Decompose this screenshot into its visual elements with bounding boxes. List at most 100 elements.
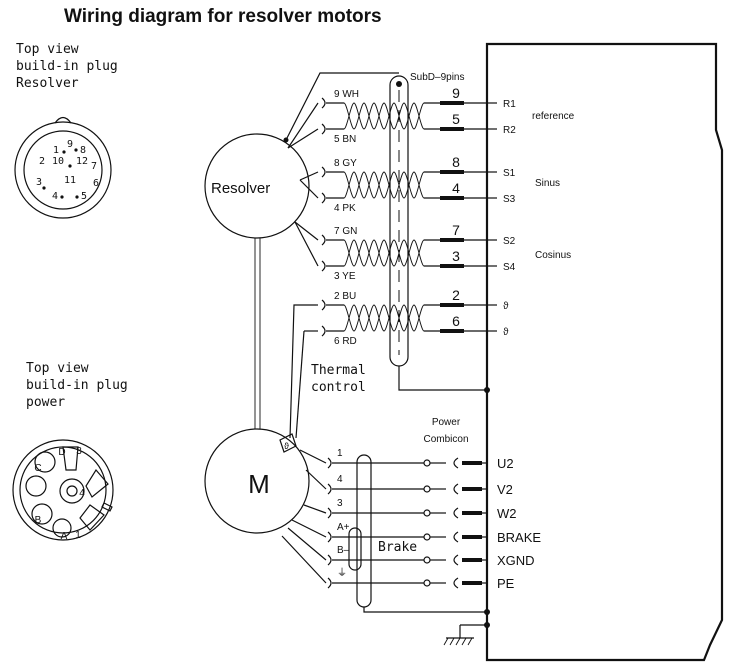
- resolver-wire-label: 2 BU: [334, 291, 356, 302]
- motor-wire-3: A+ BRAKE: [291, 519, 541, 545]
- resolver-pin-4: 4: [52, 191, 58, 202]
- resolver-pin-10: 10: [52, 156, 64, 167]
- resolver-wire-label: 3 YE: [334, 271, 356, 282]
- thermal-wire: [289, 304, 316, 439]
- resolver-pin-3: 3: [36, 177, 42, 188]
- motor-terminal-label: W2: [497, 506, 517, 521]
- subd-pin-number: 3: [452, 248, 460, 264]
- resolver-wire-label: 7 GN: [334, 226, 357, 237]
- resolver-signal-label: S1: [503, 168, 516, 179]
- subd-pin-number: 2: [452, 287, 460, 303]
- subd-pin-number: 8: [452, 154, 460, 170]
- motor-wire-number: 3: [337, 498, 343, 509]
- power-combicon-line1: Power: [432, 417, 461, 428]
- diagram-title: Wiring diagram for resolver motors: [64, 6, 382, 27]
- motor-wire-number: 4: [337, 474, 343, 485]
- motor-circle: [204, 428, 310, 534]
- motor-terminal-label: BRAKE: [497, 530, 541, 545]
- power-pin-1: 1: [75, 530, 81, 541]
- subd-label: SubD–9pins: [410, 72, 464, 83]
- resolver-signal-label: R2: [503, 125, 516, 136]
- motor-terminal-label: PE: [497, 576, 515, 591]
- power-pin-d: D: [58, 447, 65, 458]
- pair-label-cosinus: Cosinus: [535, 250, 571, 261]
- pair-label-reference: reference: [532, 111, 575, 122]
- subd-pin-number: 9: [452, 85, 460, 101]
- resolver-pin-11: 11: [64, 175, 76, 186]
- subd-pin-number: 7: [452, 222, 460, 238]
- motor-wire-4: B– XGND: [287, 527, 535, 568]
- resolver-plug-caption-line3: Resolver: [16, 76, 79, 91]
- power-pin-3: 3: [76, 446, 82, 457]
- motor-wire-0: 1U2: [299, 448, 514, 471]
- resolver-label: Resolver: [211, 180, 270, 197]
- brake-shield: [348, 527, 362, 571]
- motor-terminal-label: U2: [497, 456, 514, 471]
- resolver-pin-1: 1: [53, 145, 59, 156]
- power-plug-caption-line3: power: [26, 395, 65, 410]
- resolver-plug-caption: Top view build-in plug Resolver: [16, 42, 118, 91]
- resolver-wire-label: 5 BN: [334, 134, 356, 145]
- pair-label-sinus: Sinus: [535, 178, 560, 189]
- thermal-label-line2: control: [311, 380, 366, 395]
- motor-shaft: [254, 238, 261, 429]
- resolver-signal-label: S2: [503, 236, 516, 247]
- amplifier-housing: [485, 42, 724, 662]
- resolver-pin-7: 7: [91, 161, 97, 172]
- twisted-pair-strand: [343, 171, 425, 199]
- power-plug-caption-line1: Top view: [26, 361, 89, 376]
- resolver-wire-label: 6 RD: [334, 336, 357, 347]
- ground-symbol: [443, 622, 490, 646]
- resolver-pin-8: 8: [80, 145, 86, 156]
- thermal-label-line1: Thermal: [311, 363, 366, 378]
- motor-wire-1: 4V2: [305, 469, 513, 497]
- power-pin-c: C: [34, 463, 41, 474]
- power-plug-caption: Top view build-in plug power: [26, 361, 128, 410]
- brake-label: Brake: [378, 540, 417, 555]
- motor-cable-shield: [356, 454, 372, 608]
- svg-text:ϑ: ϑ: [284, 441, 289, 451]
- motor-wire-2: 3W2: [303, 498, 517, 521]
- power-combicon-line2: Combicon: [423, 434, 468, 445]
- thermal-sensor-icon: ϑ: [279, 433, 297, 453]
- twisted-pair-strand: [343, 304, 425, 332]
- resolver-signal-label: ϑ: [503, 327, 509, 338]
- motor-terminal-label: V2: [497, 482, 513, 497]
- resolver-pin-9: 9: [67, 139, 73, 150]
- twisted-pair-strand: [343, 171, 425, 199]
- motor-terminal-label: XGND: [497, 553, 535, 568]
- motor-shield-ground: [363, 607, 487, 613]
- resolver-pin-5: 5: [81, 191, 87, 202]
- motor-wire-5: ⏚ PE: [281, 535, 515, 591]
- resolver-circle: [204, 133, 310, 239]
- twisted-pair-strand: [343, 102, 425, 130]
- resolver-signal-label: S3: [503, 194, 516, 205]
- power-plug-connector: D 3 C 4 B A 1: [12, 439, 114, 542]
- resolver-plug-caption-line2: build-in plug: [16, 59, 118, 74]
- motor-wire-number: A+: [337, 522, 350, 533]
- resolver-pin-12: 12: [76, 156, 88, 167]
- resolver-wire-label: 4 PK: [334, 203, 356, 214]
- resolver-pin-6: 6: [93, 178, 99, 189]
- power-pin-4: 4: [79, 488, 85, 499]
- resolver-wire-label: 8 GY: [334, 158, 357, 169]
- motor-wire-number: B–: [337, 545, 350, 556]
- twisted-pair-strand: [343, 102, 425, 130]
- power-plug-caption-line2: build-in plug: [26, 378, 128, 393]
- resolver-wire-6: 2 BU 2 ϑ: [321, 287, 509, 312]
- subd-pin-number: 4: [452, 180, 460, 196]
- twisted-pair-strand: [343, 239, 425, 267]
- resolver-wire-4: 7 GN 7S2: [294, 221, 516, 247]
- resolver-signal-label: ϑ: [503, 301, 509, 312]
- motor-wire-number: ⏚: [337, 567, 347, 579]
- power-pin-b: B: [35, 515, 42, 526]
- resolver-wire-2: 8 GY 8S1: [299, 154, 516, 181]
- resolver-plug-connector: 9 1 8 2 10 12 7 11 3 6 4 5: [14, 116, 112, 219]
- twisted-pair-strand: [343, 304, 425, 332]
